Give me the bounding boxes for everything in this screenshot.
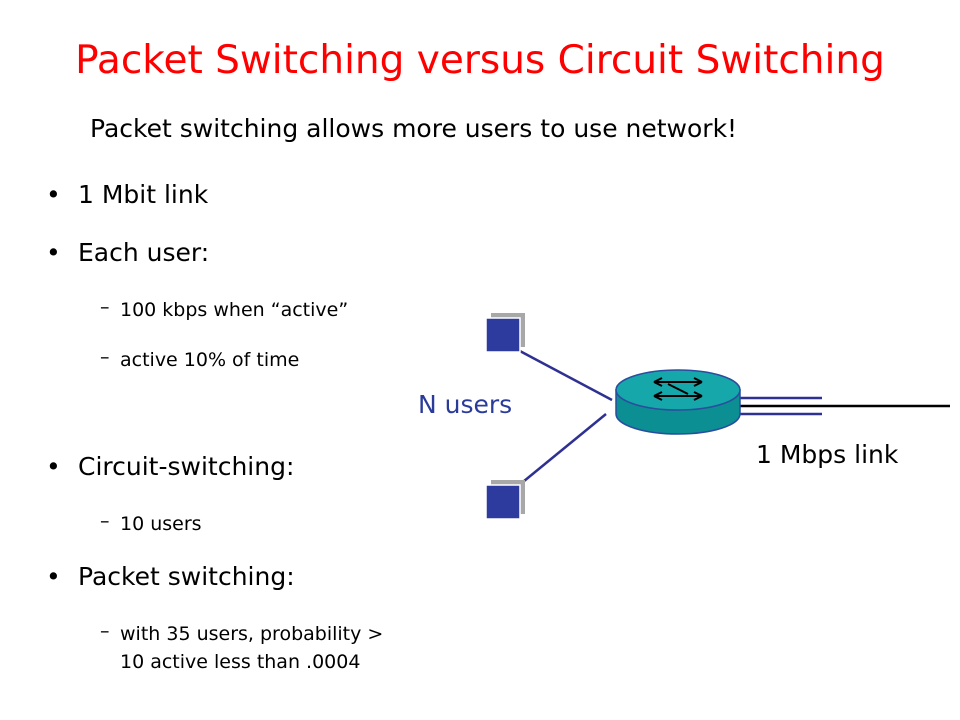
bullet-marker: • — [46, 180, 61, 209]
user-link-line — [517, 413, 607, 487]
sub-bullet-marker: – — [100, 620, 110, 642]
sub-bullet-text: active 10% of time — [120, 349, 300, 371]
bullet-marker: • — [46, 452, 61, 481]
sub-bullet-marker: – — [100, 346, 110, 368]
bullet-marker: • — [46, 562, 61, 591]
sub-bullet-marker: – — [100, 296, 110, 318]
bullet-marker: • — [46, 238, 61, 267]
bullet-text: Each user: — [78, 238, 210, 267]
slide-subtitle: Packet switching allows more users to us… — [90, 114, 738, 143]
link-capacity-label: 1 Mbps link — [756, 440, 899, 469]
outgoing-link-lines — [740, 396, 950, 416]
sub-bullet-text: 100 kbps when “active” — [120, 299, 349, 321]
sub-bullet-text: 10 active less than .0004 — [120, 651, 361, 673]
user-link-line — [517, 348, 613, 402]
router-icon — [615, 369, 741, 435]
user-node-icon — [485, 313, 525, 353]
sub-bullet-text: 10 users — [120, 513, 202, 535]
bullet-text: Circuit-switching: — [78, 452, 295, 481]
bullet-text: Packet switching: — [78, 562, 295, 591]
slide-title: Packet Switching versus Circuit Switchin… — [75, 38, 885, 83]
bullet-text: 1 Mbit link — [78, 180, 209, 209]
sub-bullet-text: with 35 users, probability > — [120, 623, 384, 645]
n-users-label: N users — [418, 390, 513, 419]
sub-bullet-marker: – — [100, 510, 110, 532]
user-node-icon — [485, 480, 525, 520]
